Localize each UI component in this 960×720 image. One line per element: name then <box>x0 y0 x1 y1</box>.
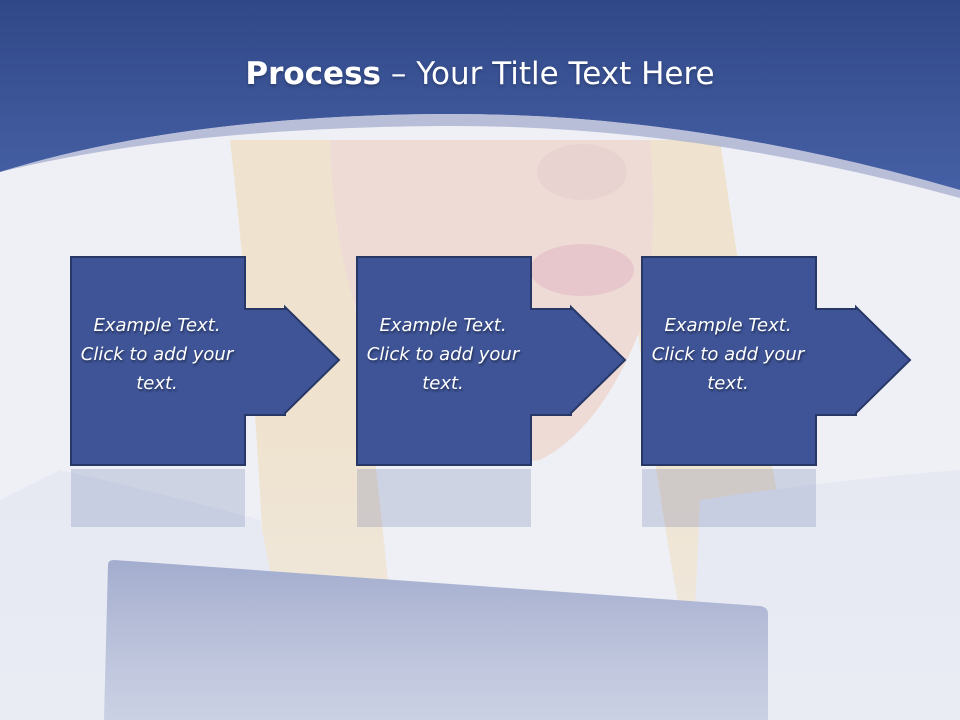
title-bold: Process <box>245 56 381 92</box>
step-arrow-shape <box>70 256 341 527</box>
process-step-2[interactable]: Example Text. Click to add your text. <box>356 256 627 527</box>
step-arrow-shape <box>356 256 627 527</box>
process-step-3[interactable]: Example Text. Click to add your text. <box>641 256 912 527</box>
step-arrow-shape <box>641 256 912 527</box>
slide-title[interactable]: Process – Your Title Text Here <box>0 52 960 96</box>
title-rest: – Your Title Text Here <box>381 56 715 92</box>
step-text: Example Text. Click to add your text. <box>80 315 234 394</box>
step-text: Example Text. Click to add your text. <box>651 315 805 394</box>
step-text: Example Text. Click to add your text. <box>366 315 520 394</box>
process-step-1[interactable]: Example Text. Click to add your text. <box>70 256 341 527</box>
